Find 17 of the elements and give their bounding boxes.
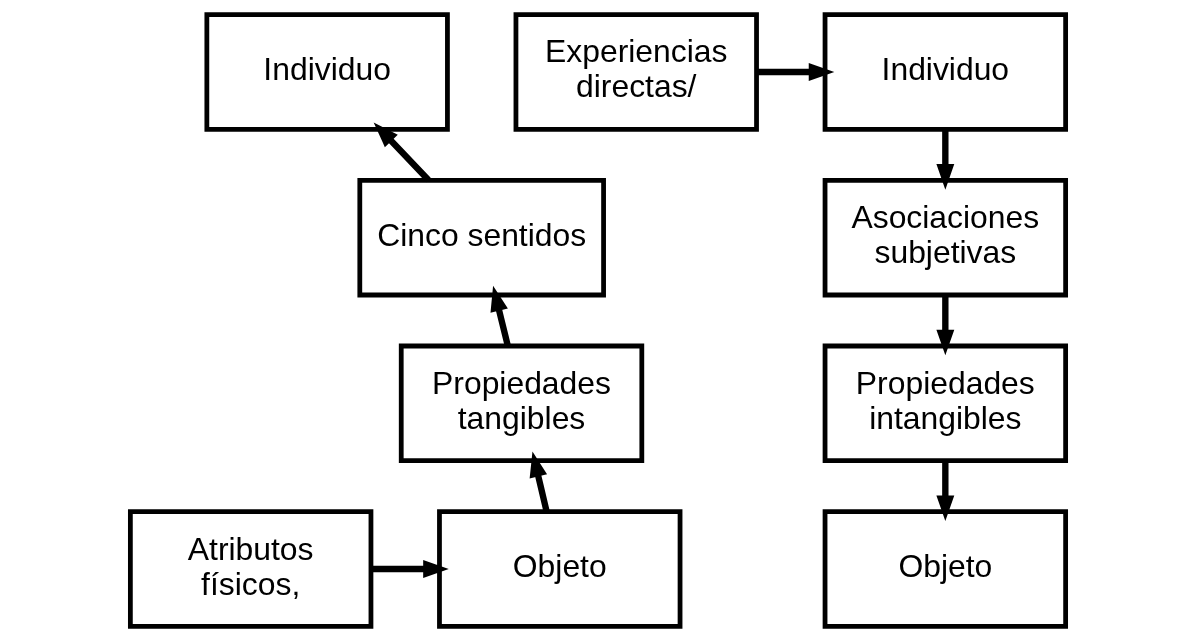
- arrow: [371, 560, 449, 578]
- node-box: Propiedades intangibles: [822, 343, 1069, 464]
- arrow: [529, 451, 550, 513]
- arrow: [490, 285, 511, 347]
- arrow: [757, 63, 835, 81]
- node-box: Asociaciones subjetivas: [822, 177, 1069, 298]
- node-box: Objeto: [822, 509, 1069, 629]
- node-box: Cinco sentidos: [357, 177, 606, 298]
- node-box: Atributos físicos,: [128, 509, 374, 629]
- arrow: [936, 295, 955, 356]
- node-box: Objeto: [437, 509, 683, 629]
- arrow: [936, 460, 955, 522]
- node-box: Propiedades tangibles: [398, 343, 645, 464]
- node-box: Experiencias directas/: [513, 12, 759, 132]
- node-box: Individuo: [204, 12, 450, 132]
- arrow: [936, 129, 955, 190]
- node-box: Individuo: [822, 12, 1069, 132]
